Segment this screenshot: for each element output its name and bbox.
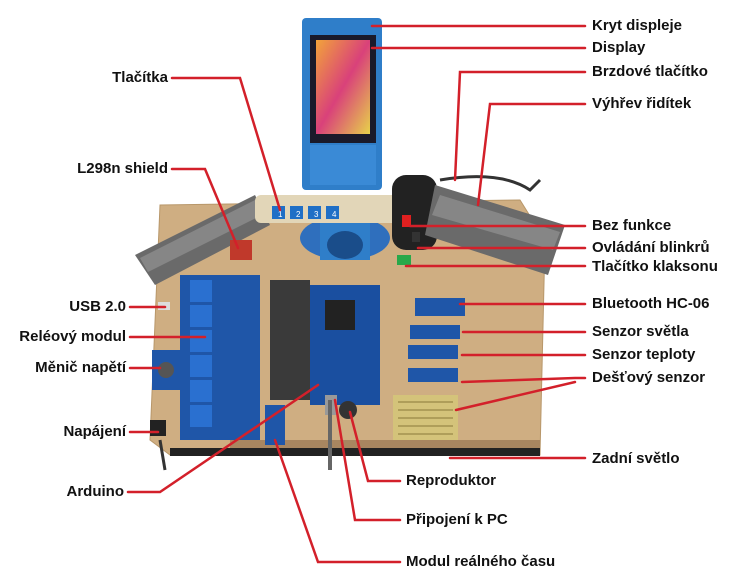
button-number: 4 [332, 210, 337, 219]
brake-lever [439, 175, 542, 192]
leader-line [170, 167, 240, 250]
leader-line [273, 438, 402, 564]
cable [158, 439, 167, 471]
display-housing [302, 18, 382, 190]
bluetooth-module [415, 298, 465, 316]
label-pripojeni-pc: Připojení k PC [406, 511, 508, 528]
label-arduino: Arduino [66, 483, 125, 500]
label-bluetooth: Bluetooth HC-06 [592, 295, 710, 312]
label-senzor-teploty: Senzor teploty [592, 346, 696, 363]
label-bez-funkce: Bez funkce [592, 217, 672, 234]
left-grip [135, 195, 270, 285]
button-numbers: 1 2 3 4 [278, 210, 337, 219]
terminal-blocks [270, 280, 310, 400]
label-l298n: L298n shield [77, 160, 168, 177]
label-modul-rtc: Modul reálného času [406, 553, 556, 570]
leader-line [476, 102, 587, 207]
leader-line [460, 376, 587, 384]
label-releovy-modul: Reléový modul [19, 328, 126, 345]
label-usb: USB 2.0 [69, 298, 126, 315]
l298n-board [230, 240, 252, 260]
leader-line [454, 380, 577, 412]
rain-sensor-plate [393, 395, 458, 440]
handlebar-mount [300, 216, 390, 260]
label-display: Display [592, 39, 646, 56]
leader-lines [126, 24, 587, 564]
rain-sensor-module [408, 368, 458, 382]
label-napajeni: Napájení [63, 423, 126, 440]
button-number: 2 [296, 210, 301, 219]
label-menic-napeti: Měnič napětí [35, 359, 126, 376]
voltage-converter [152, 350, 180, 390]
right-grip [425, 185, 565, 275]
label-zadni-svetlo: Zadní světlo [592, 450, 680, 467]
leader-line [333, 398, 402, 522]
label-kryt-displeje: Kryt displeje [592, 17, 683, 34]
button-number: 3 [314, 210, 319, 219]
label-tlacitka: Tlačítka [112, 69, 168, 86]
button-number: 1 [278, 210, 283, 219]
power-jack [150, 420, 166, 436]
rear-light-strip [170, 448, 540, 456]
leader-line [170, 76, 282, 212]
button-bar [255, 195, 400, 223]
leader-line [126, 383, 320, 494]
label-ovladani-blinkru: Ovládání blinkrů [592, 239, 710, 256]
speaker [339, 401, 357, 419]
rtc-module [265, 405, 285, 445]
temperature-sensor-module [408, 345, 458, 359]
light-sensor-module [410, 325, 460, 339]
label-reproduktor: Reproduktor [406, 472, 496, 489]
label-tlacitko-klaksonu: Tlačítko klaksonu [592, 258, 718, 275]
label-vyhrev-riditek: Výhřev řidítek [592, 95, 692, 112]
label-senzor-svetla: Senzor světla [592, 323, 689, 340]
leader-line [348, 410, 402, 483]
label-brzdove-tlacitko: Brzdové tlačítko [592, 63, 708, 80]
label-destovy-senzor: Dešťový senzor [592, 369, 706, 386]
leader-line [453, 70, 587, 182]
relay-modules [180, 275, 260, 440]
arduino-board [310, 285, 380, 405]
